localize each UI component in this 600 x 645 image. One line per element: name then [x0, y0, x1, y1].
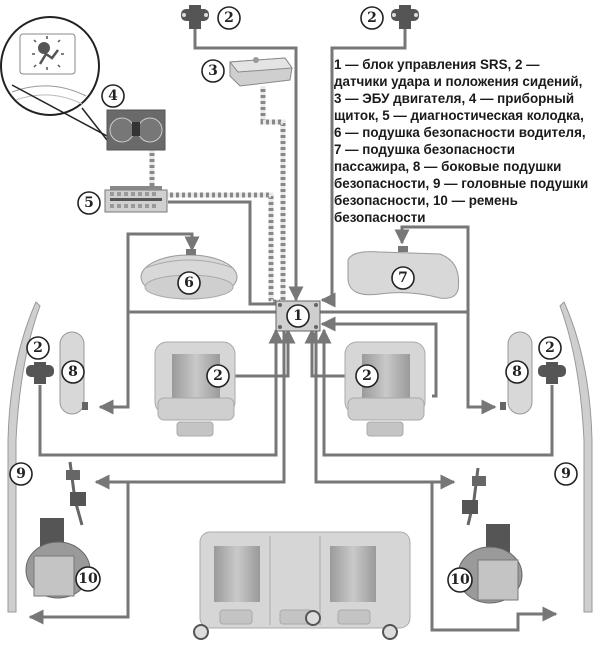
wire-diagnostic: [168, 200, 278, 306]
seatbelt-pretensioner-left: [25, 461, 91, 599]
airbag-warning-icon: [32, 36, 64, 70]
callout-9-left: 9: [9, 462, 33, 486]
callout-10-right: 10: [447, 567, 473, 593]
wire-left-side-airbag: [98, 312, 130, 415]
callout-label: 1: [293, 308, 303, 324]
callout-label: 2: [545, 340, 555, 356]
callout-label: 10: [450, 572, 470, 588]
callout-label: 2: [362, 368, 372, 384]
legend-line: щиток, 5 — диагностическая колодка,: [334, 108, 584, 123]
legend-line: датчики удара и положения сидений,: [334, 74, 583, 89]
callout-label: 2: [213, 368, 223, 384]
head-curtain-airbag-left: [7, 301, 41, 613]
wire-right-curtain: [314, 330, 558, 632]
callout-4: 4: [101, 84, 125, 108]
legend-line: безопасности, 10 — ремень: [334, 193, 518, 208]
wire-right-seat-sensor-a: [304, 328, 352, 378]
callout-7: 7: [391, 266, 415, 290]
callout-label: 5: [84, 195, 94, 211]
legend-line: безопасности: [334, 210, 426, 225]
wire-right-seat-sensor-b: [320, 316, 438, 398]
wire-right-side-airbag: [466, 312, 497, 415]
callout-9-right: 9: [554, 462, 578, 486]
legend-line: пассажира, 8 — боковые подушки: [334, 159, 562, 174]
front-seat-right: [344, 341, 426, 437]
crash-sensor-top-left: [181, 5, 209, 29]
wire-passenger-airbag: [318, 225, 470, 314]
callout-3: 3: [201, 59, 225, 83]
callout-label: 8: [512, 364, 522, 380]
rear-bench-seat: [193, 531, 411, 640]
legend-line: 7 — подушка безопасности: [334, 142, 516, 157]
callout-label: 9: [16, 466, 26, 482]
legend-line: 3 — ЭБУ двигателя, 4 — приборный: [334, 91, 575, 106]
callout-2-top-left: 2: [217, 6, 241, 30]
callout-5: 5: [77, 191, 101, 215]
diagnostic-connector: [104, 186, 168, 213]
callout-label: 4: [108, 88, 118, 104]
callout-label: 2: [367, 10, 377, 26]
instrument-cluster-magnifier: [0, 16, 108, 141]
wire-sensor-top-left: [193, 28, 304, 302]
legend-line: безопасности, 9 — головные подушки: [334, 176, 589, 191]
legend-caption: 1 — блок управления SRS, 2 — датчики уда…: [334, 56, 600, 226]
wire-left-seat-sensor: [232, 328, 296, 378]
callout-8-left: 8: [61, 360, 85, 384]
callout-2-right-door: 2: [538, 336, 562, 360]
callout-label: 2: [224, 10, 234, 26]
callout-label: 10: [78, 571, 98, 587]
wire-left-door-sensor: [38, 328, 284, 457]
callout-label: 7: [398, 270, 408, 286]
legend-line: 1 — блок управления SRS, 2 —: [334, 57, 540, 72]
seatbelt-pretensioner-right: [457, 467, 523, 604]
callout-label: 2: [33, 340, 43, 356]
head-curtain-airbag-right: [559, 301, 593, 613]
crash-sensor-right-door: [538, 362, 566, 384]
callout-label: 8: [68, 364, 78, 380]
callout-8-right: 8: [505, 360, 529, 384]
callout-6: 6: [177, 271, 201, 295]
instrument-cluster: [106, 109, 166, 151]
callout-2-left-door: 2: [26, 336, 50, 360]
engine-ecu: [229, 57, 293, 87]
wiring: [28, 28, 558, 632]
callout-label: 6: [184, 275, 194, 291]
crash-sensor-top-right: [391, 5, 419, 29]
callout-2-top-right: 2: [360, 6, 384, 30]
wire-driver-airbag: [126, 232, 278, 314]
wire-sensor-top-right: [320, 28, 407, 308]
crash-sensor-left-door: [26, 362, 54, 384]
legend-line: 6 — подушка безопасности водителя,: [334, 125, 586, 140]
callout-label: 3: [208, 63, 218, 79]
wire-right-door-sensor: [316, 328, 554, 457]
front-seat-left: [154, 341, 236, 437]
callout-1: 1: [286, 304, 310, 328]
callout-2-left-seat: 2: [206, 364, 230, 388]
callout-10-left: 10: [75, 566, 101, 592]
callout-label: 9: [561, 466, 571, 482]
callout-2-right-seat: 2: [355, 364, 379, 388]
